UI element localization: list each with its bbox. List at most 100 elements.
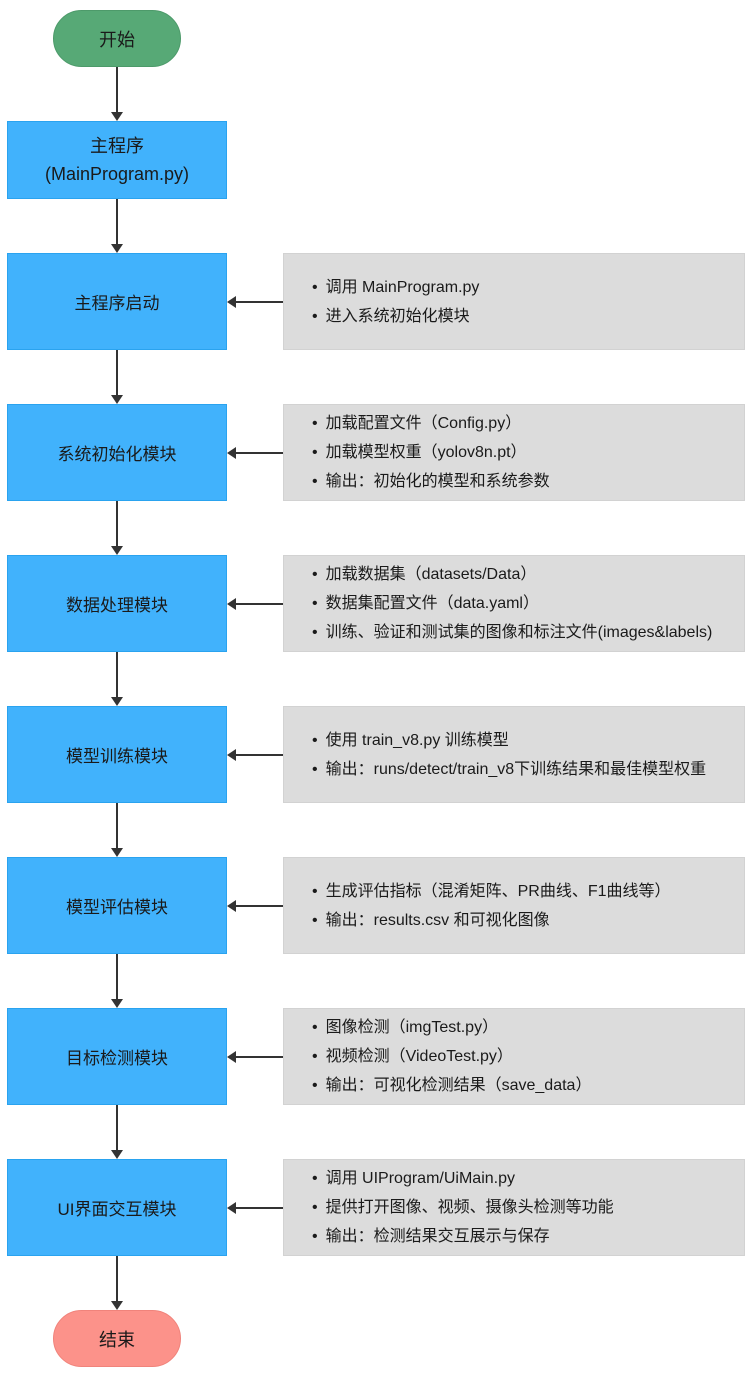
note-item: 图像检测（imgTest.py） — [312, 1013, 740, 1042]
note-item: 加载配置文件（Config.py） — [312, 409, 740, 438]
node-label: UI界面交互模块 — [57, 1200, 177, 1219]
node-program-startup: 主程序启动 — [7, 253, 227, 350]
arrow-head — [227, 1201, 236, 1214]
arrow-line — [116, 501, 118, 546]
node-data-processing: 数据处理模块 — [7, 555, 227, 652]
arrow-line — [116, 67, 118, 112]
arrow-head — [111, 697, 123, 706]
start-node: 开始 — [53, 10, 181, 67]
note-item: 数据集配置文件（data.yaml） — [312, 589, 740, 618]
arrow-line — [236, 753, 283, 756]
arrow-head — [111, 999, 123, 1008]
step-row-ui-interaction: UI界面交互模块 调用 UIProgram/UiMain.py 提供打开图像、视… — [0, 1159, 754, 1256]
arrow-line — [236, 602, 283, 605]
arrow-head — [227, 748, 236, 761]
note-item: 调用 UIProgram/UiMain.py — [312, 1164, 740, 1193]
arrow-line — [116, 350, 118, 395]
node-label: 目标检测模块 — [66, 1049, 168, 1068]
arrow-head — [227, 597, 236, 610]
arrow-head — [111, 1301, 123, 1310]
note-item: 输出：results.csv 和可视化图像 — [312, 906, 740, 935]
note-item: 视频检测（VideoTest.py） — [312, 1042, 740, 1071]
note-item: 输出：检测结果交互展示与保存 — [312, 1222, 740, 1251]
node-label: 主程序启动 — [74, 294, 160, 313]
arrow-down-icon — [111, 67, 123, 121]
arrow-down-icon — [111, 1256, 123, 1310]
step-row-model-training: 模型训练模块 使用 train_v8.py 训练模型 输出：runs/detec… — [0, 706, 754, 803]
end-node-label: 结束 — [99, 1329, 135, 1350]
node-label: 系统初始化模块 — [57, 445, 177, 464]
arrow-head — [111, 395, 123, 404]
start-node-label: 开始 — [99, 29, 135, 50]
main-program-node: 主程序 (MainProgram.py) — [7, 121, 227, 199]
note-item: 使用 train_v8.py 训练模型 — [312, 726, 740, 755]
note-item: 输出：初始化的模型和系统参数 — [312, 467, 740, 496]
arrow-left-icon — [227, 1008, 283, 1105]
arrow-left-icon — [227, 706, 283, 803]
arrow-line — [236, 904, 283, 907]
node-system-init: 系统初始化模块 — [7, 404, 227, 501]
arrow-down-icon — [111, 803, 123, 857]
note-item: 输出：可视化检测结果（save_data） — [312, 1071, 740, 1100]
node-object-detection: 目标检测模块 — [7, 1008, 227, 1105]
step-row-system-init: 系统初始化模块 加载配置文件（Config.py） 加载模型权重（yolov8n… — [0, 404, 754, 501]
arrow-head — [227, 446, 236, 459]
node-label: 数据处理模块 — [66, 596, 168, 615]
main-program-title: 主程序 — [90, 136, 144, 156]
arrow-down-icon — [111, 350, 123, 404]
arrow-line — [116, 1105, 118, 1150]
note-item: 调用 MainProgram.py — [312, 273, 740, 302]
step-row-data-processing: 数据处理模块 加载数据集（datasets/Data） 数据集配置文件（data… — [0, 555, 754, 652]
arrow-left-icon — [227, 857, 283, 954]
arrow-line — [236, 451, 283, 454]
note-object-detection: 图像检测（imgTest.py） 视频检测（VideoTest.py） 输出：可… — [283, 1008, 745, 1105]
arrow-left-icon — [227, 555, 283, 652]
node-label: 模型评估模块 — [66, 898, 168, 917]
arrow-left-icon — [227, 253, 283, 350]
arrow-left-icon — [227, 404, 283, 501]
arrow-down-icon — [111, 1105, 123, 1159]
step-row-object-detection: 目标检测模块 图像检测（imgTest.py） 视频检测（VideoTest.p… — [0, 1008, 754, 1105]
note-item: 训练、验证和测试集的图像和标注文件(images&labels) — [312, 618, 740, 647]
note-item: 加载模型权重（yolov8n.pt） — [312, 438, 740, 467]
arrow-down-icon — [111, 652, 123, 706]
node-model-training: 模型训练模块 — [7, 706, 227, 803]
arrow-down-icon — [111, 501, 123, 555]
arrow-head — [111, 1150, 123, 1159]
arrow-line — [116, 803, 118, 848]
step-row-program-startup: 主程序启动 调用 MainProgram.py 进入系统初始化模块 — [0, 253, 754, 350]
note-item: 提供打开图像、视频、摄像头检测等功能 — [312, 1193, 740, 1222]
arrow-line — [116, 652, 118, 697]
note-item: 生成评估指标（混淆矩阵、PR曲线、F1曲线等） — [312, 877, 740, 906]
note-program-startup: 调用 MainProgram.py 进入系统初始化模块 — [283, 253, 745, 350]
arrow-head — [111, 848, 123, 857]
note-item: 进入系统初始化模块 — [312, 302, 740, 331]
arrow-line — [236, 300, 283, 303]
note-item: 输出：runs/detect/train_v8下训练结果和最佳模型权重 — [312, 755, 740, 784]
arrow-line — [236, 1055, 283, 1058]
node-ui-interaction: UI界面交互模块 — [7, 1159, 227, 1256]
note-ui-interaction: 调用 UIProgram/UiMain.py 提供打开图像、视频、摄像头检测等功… — [283, 1159, 745, 1256]
step-row-model-evaluation: 模型评估模块 生成评估指标（混淆矩阵、PR曲线、F1曲线等） 输出：result… — [0, 857, 754, 954]
arrow-head — [227, 1050, 236, 1063]
note-item: 加载数据集（datasets/Data） — [312, 560, 740, 589]
node-label: 模型训练模块 — [66, 747, 168, 766]
arrow-head — [227, 295, 236, 308]
arrow-head — [227, 899, 236, 912]
arrow-line — [236, 1206, 283, 1209]
arrow-down-icon — [111, 954, 123, 1008]
note-data-processing: 加载数据集（datasets/Data） 数据集配置文件（data.yaml） … — [283, 555, 745, 652]
main-program-filename: (MainProgram.py) — [44, 164, 190, 184]
node-model-evaluation: 模型评估模块 — [7, 857, 227, 954]
end-node: 结束 — [53, 1310, 181, 1367]
arrow-head — [111, 244, 123, 253]
note-model-training: 使用 train_v8.py 训练模型 输出：runs/detect/train… — [283, 706, 745, 803]
note-model-evaluation: 生成评估指标（混淆矩阵、PR曲线、F1曲线等） 输出：results.csv 和… — [283, 857, 745, 954]
arrow-down-icon — [111, 199, 123, 253]
arrow-head — [111, 112, 123, 121]
arrow-line — [116, 954, 118, 999]
arrow-head — [111, 546, 123, 555]
note-system-init: 加载配置文件（Config.py） 加载模型权重（yolov8n.pt） 输出：… — [283, 404, 745, 501]
arrow-line — [116, 1256, 118, 1301]
